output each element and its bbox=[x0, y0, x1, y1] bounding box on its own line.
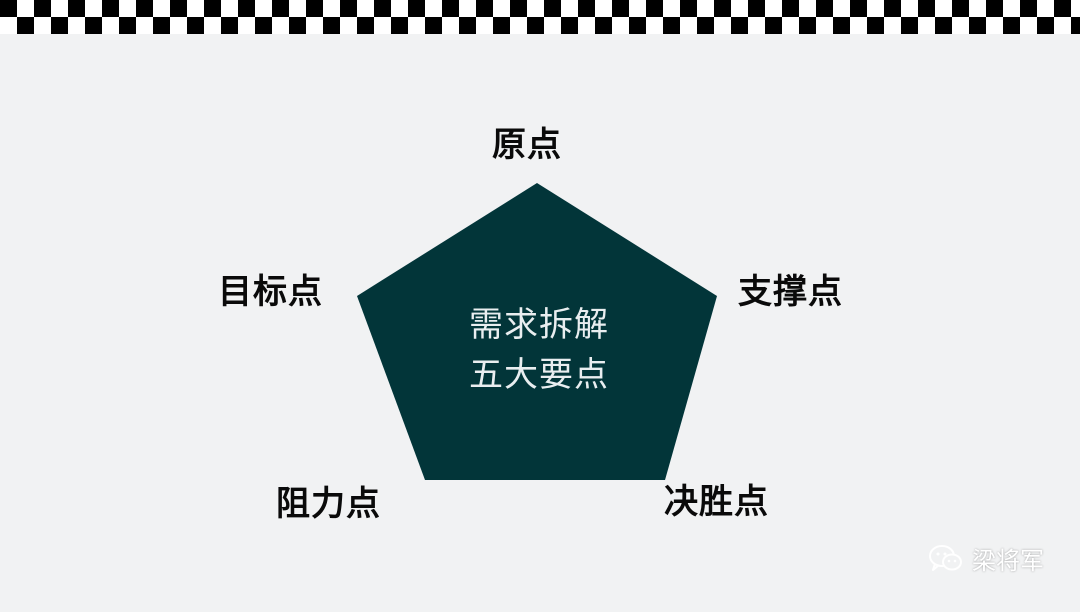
checker-square bbox=[935, 17, 952, 34]
checker-square bbox=[221, 17, 238, 34]
checker-square bbox=[816, 0, 833, 17]
center-title: 需求拆解 五大要点 bbox=[419, 300, 659, 400]
checker-square bbox=[884, 0, 901, 17]
checker-square bbox=[680, 0, 697, 17]
node-label-support: 支撑点 bbox=[738, 272, 843, 312]
checker-square bbox=[629, 17, 646, 34]
checker-square bbox=[969, 17, 986, 34]
checker-square bbox=[731, 17, 748, 34]
checker-square bbox=[153, 17, 170, 34]
checker-square bbox=[646, 0, 663, 17]
checker-square bbox=[391, 17, 408, 34]
checker-square bbox=[68, 0, 85, 17]
checker-square bbox=[374, 0, 391, 17]
checker-square bbox=[850, 0, 867, 17]
checker-square bbox=[527, 17, 544, 34]
node-label-decisive: 决胜点 bbox=[664, 482, 769, 522]
checker-square bbox=[1054, 0, 1071, 17]
checker-square bbox=[782, 0, 799, 17]
center-pentagon bbox=[357, 183, 717, 480]
checker-square bbox=[510, 0, 527, 17]
checker-square bbox=[187, 17, 204, 34]
checker-square bbox=[136, 0, 153, 17]
watermark-text: 梁将军 bbox=[972, 547, 1044, 575]
checker-square bbox=[425, 17, 442, 34]
checker-square bbox=[561, 17, 578, 34]
checker-square bbox=[306, 0, 323, 17]
checker-square bbox=[170, 0, 187, 17]
checker-square bbox=[442, 0, 459, 17]
checker-square bbox=[697, 17, 714, 34]
checker-square bbox=[901, 17, 918, 34]
checker-square bbox=[595, 17, 612, 34]
node-label-goal: 目标点 bbox=[218, 272, 323, 312]
checker-square bbox=[714, 0, 731, 17]
checker-square bbox=[612, 0, 629, 17]
center-title-line1: 需求拆解 bbox=[469, 305, 609, 345]
node-label-resistance: 阻力点 bbox=[276, 484, 381, 524]
checker-square bbox=[85, 17, 102, 34]
checker-square bbox=[544, 0, 561, 17]
checker-square bbox=[1020, 0, 1037, 17]
watermark: 梁将军 bbox=[928, 541, 1044, 576]
checker-square bbox=[493, 17, 510, 34]
checker-square bbox=[748, 0, 765, 17]
checker-square bbox=[918, 0, 935, 17]
checker-square bbox=[238, 0, 255, 17]
checker-square bbox=[323, 17, 340, 34]
checker-square bbox=[867, 17, 884, 34]
checker-square bbox=[340, 0, 357, 17]
checker-square bbox=[0, 0, 17, 17]
checker-square bbox=[289, 17, 306, 34]
checkered-top-border bbox=[0, 0, 1080, 34]
checker-square bbox=[986, 0, 1003, 17]
center-title-line2: 五大要点 bbox=[469, 355, 609, 395]
checker-square bbox=[1037, 17, 1054, 34]
checker-square bbox=[119, 17, 136, 34]
checker-square bbox=[765, 17, 782, 34]
checker-square bbox=[578, 0, 595, 17]
checker-square bbox=[255, 17, 272, 34]
checker-square bbox=[272, 0, 289, 17]
checker-square bbox=[408, 0, 425, 17]
wechat-icon bbox=[929, 544, 962, 571]
checker-square bbox=[476, 0, 493, 17]
checker-square bbox=[1071, 17, 1080, 34]
checker-square bbox=[459, 17, 476, 34]
checker-square bbox=[34, 0, 51, 17]
checker-square bbox=[357, 17, 374, 34]
checker-square bbox=[51, 17, 68, 34]
checker-square bbox=[799, 17, 816, 34]
checker-square bbox=[952, 0, 969, 17]
checker-square bbox=[1003, 17, 1020, 34]
checker-square bbox=[833, 17, 850, 34]
checker-square bbox=[17, 17, 34, 34]
checker-square bbox=[102, 0, 119, 17]
checker-square bbox=[204, 0, 221, 17]
checker-square bbox=[663, 17, 680, 34]
node-label-origin: 原点 bbox=[492, 125, 562, 165]
